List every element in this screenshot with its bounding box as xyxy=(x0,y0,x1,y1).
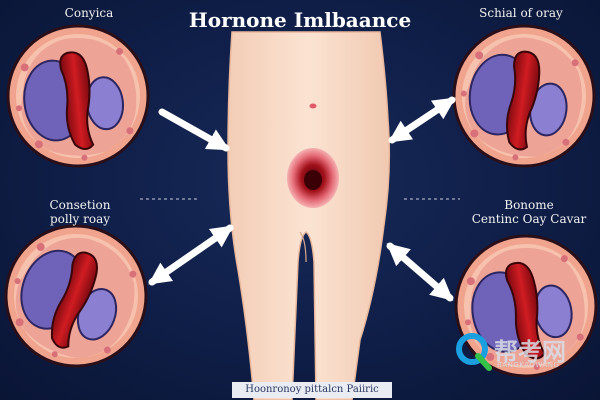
arrow-bottom-right xyxy=(386,242,454,302)
diagram-title: Hornone Imlbaance xyxy=(188,8,412,32)
watermark-logo-icon xyxy=(456,333,492,371)
ovary-top-right xyxy=(443,15,600,177)
watermark-text: 帮考网 xyxy=(494,338,566,366)
label-top-left: Conyica xyxy=(64,6,114,20)
arrow-top-left xyxy=(158,108,230,152)
body-silhouette xyxy=(227,31,391,400)
ovary-top-left xyxy=(0,17,157,175)
ovary-bottom-left xyxy=(0,204,168,388)
arrow-bottom-left xyxy=(148,224,234,286)
watermark-subtext: BANGKAOWANG xyxy=(497,361,560,369)
label-mid-right: Bonome Centinc Oay Cavar xyxy=(471,198,587,226)
footer-caption: Hoonronoy pittalcn Paiiric xyxy=(232,382,392,398)
label-top-right: Schial of oray xyxy=(479,6,563,20)
uterus-cyst xyxy=(287,148,339,208)
arrow-top-right xyxy=(388,96,456,144)
label-mid-left: Consetion polly roay xyxy=(49,198,111,226)
